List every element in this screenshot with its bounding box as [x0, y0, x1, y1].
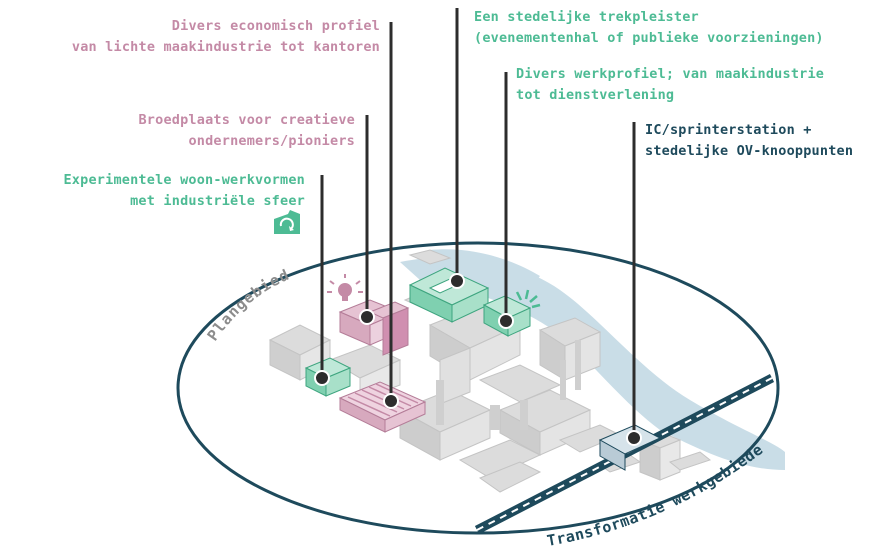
pink-building-striped — [338, 381, 427, 433]
plangebied-ellipse — [176, 241, 780, 535]
marker-station — [626, 430, 642, 446]
lightbulb-icon — [327, 274, 363, 301]
label-economisch-profiel: Divers economisch profiel van lichte maa… — [71, 18, 380, 55]
green-building-trekpleister — [408, 267, 490, 323]
recycle-icon — [274, 210, 300, 234]
label-experimenteel: Experimentele woon-werkvormen met indust… — [63, 172, 305, 209]
label-werkprofiel: Divers werkprofiel; van maakindustrie to… — [516, 66, 825, 103]
marker-werkprofiel — [498, 313, 514, 329]
svg-text:Plangebied: Plangebied — [204, 266, 293, 345]
leader-lines — [320, 8, 636, 437]
markers — [314, 273, 642, 446]
marker-economisch — [383, 393, 399, 409]
label-ic-station: IC/sprinterstation + stedelijke OV-knoop… — [645, 122, 854, 159]
marker-trekpleister — [449, 273, 465, 289]
marker-broedplaats — [359, 309, 375, 325]
towers — [436, 340, 581, 430]
marker-experimenteel — [314, 370, 330, 386]
ring-label-plangebied: Plangebied — [204, 266, 292, 345]
radiance-icon — [515, 289, 541, 309]
label-broedplaats: Broedplaats voor creatieve ondernemers/p… — [138, 112, 355, 149]
label-trekpleister: Een stedelijke trekpleister (evenementen… — [474, 9, 824, 46]
